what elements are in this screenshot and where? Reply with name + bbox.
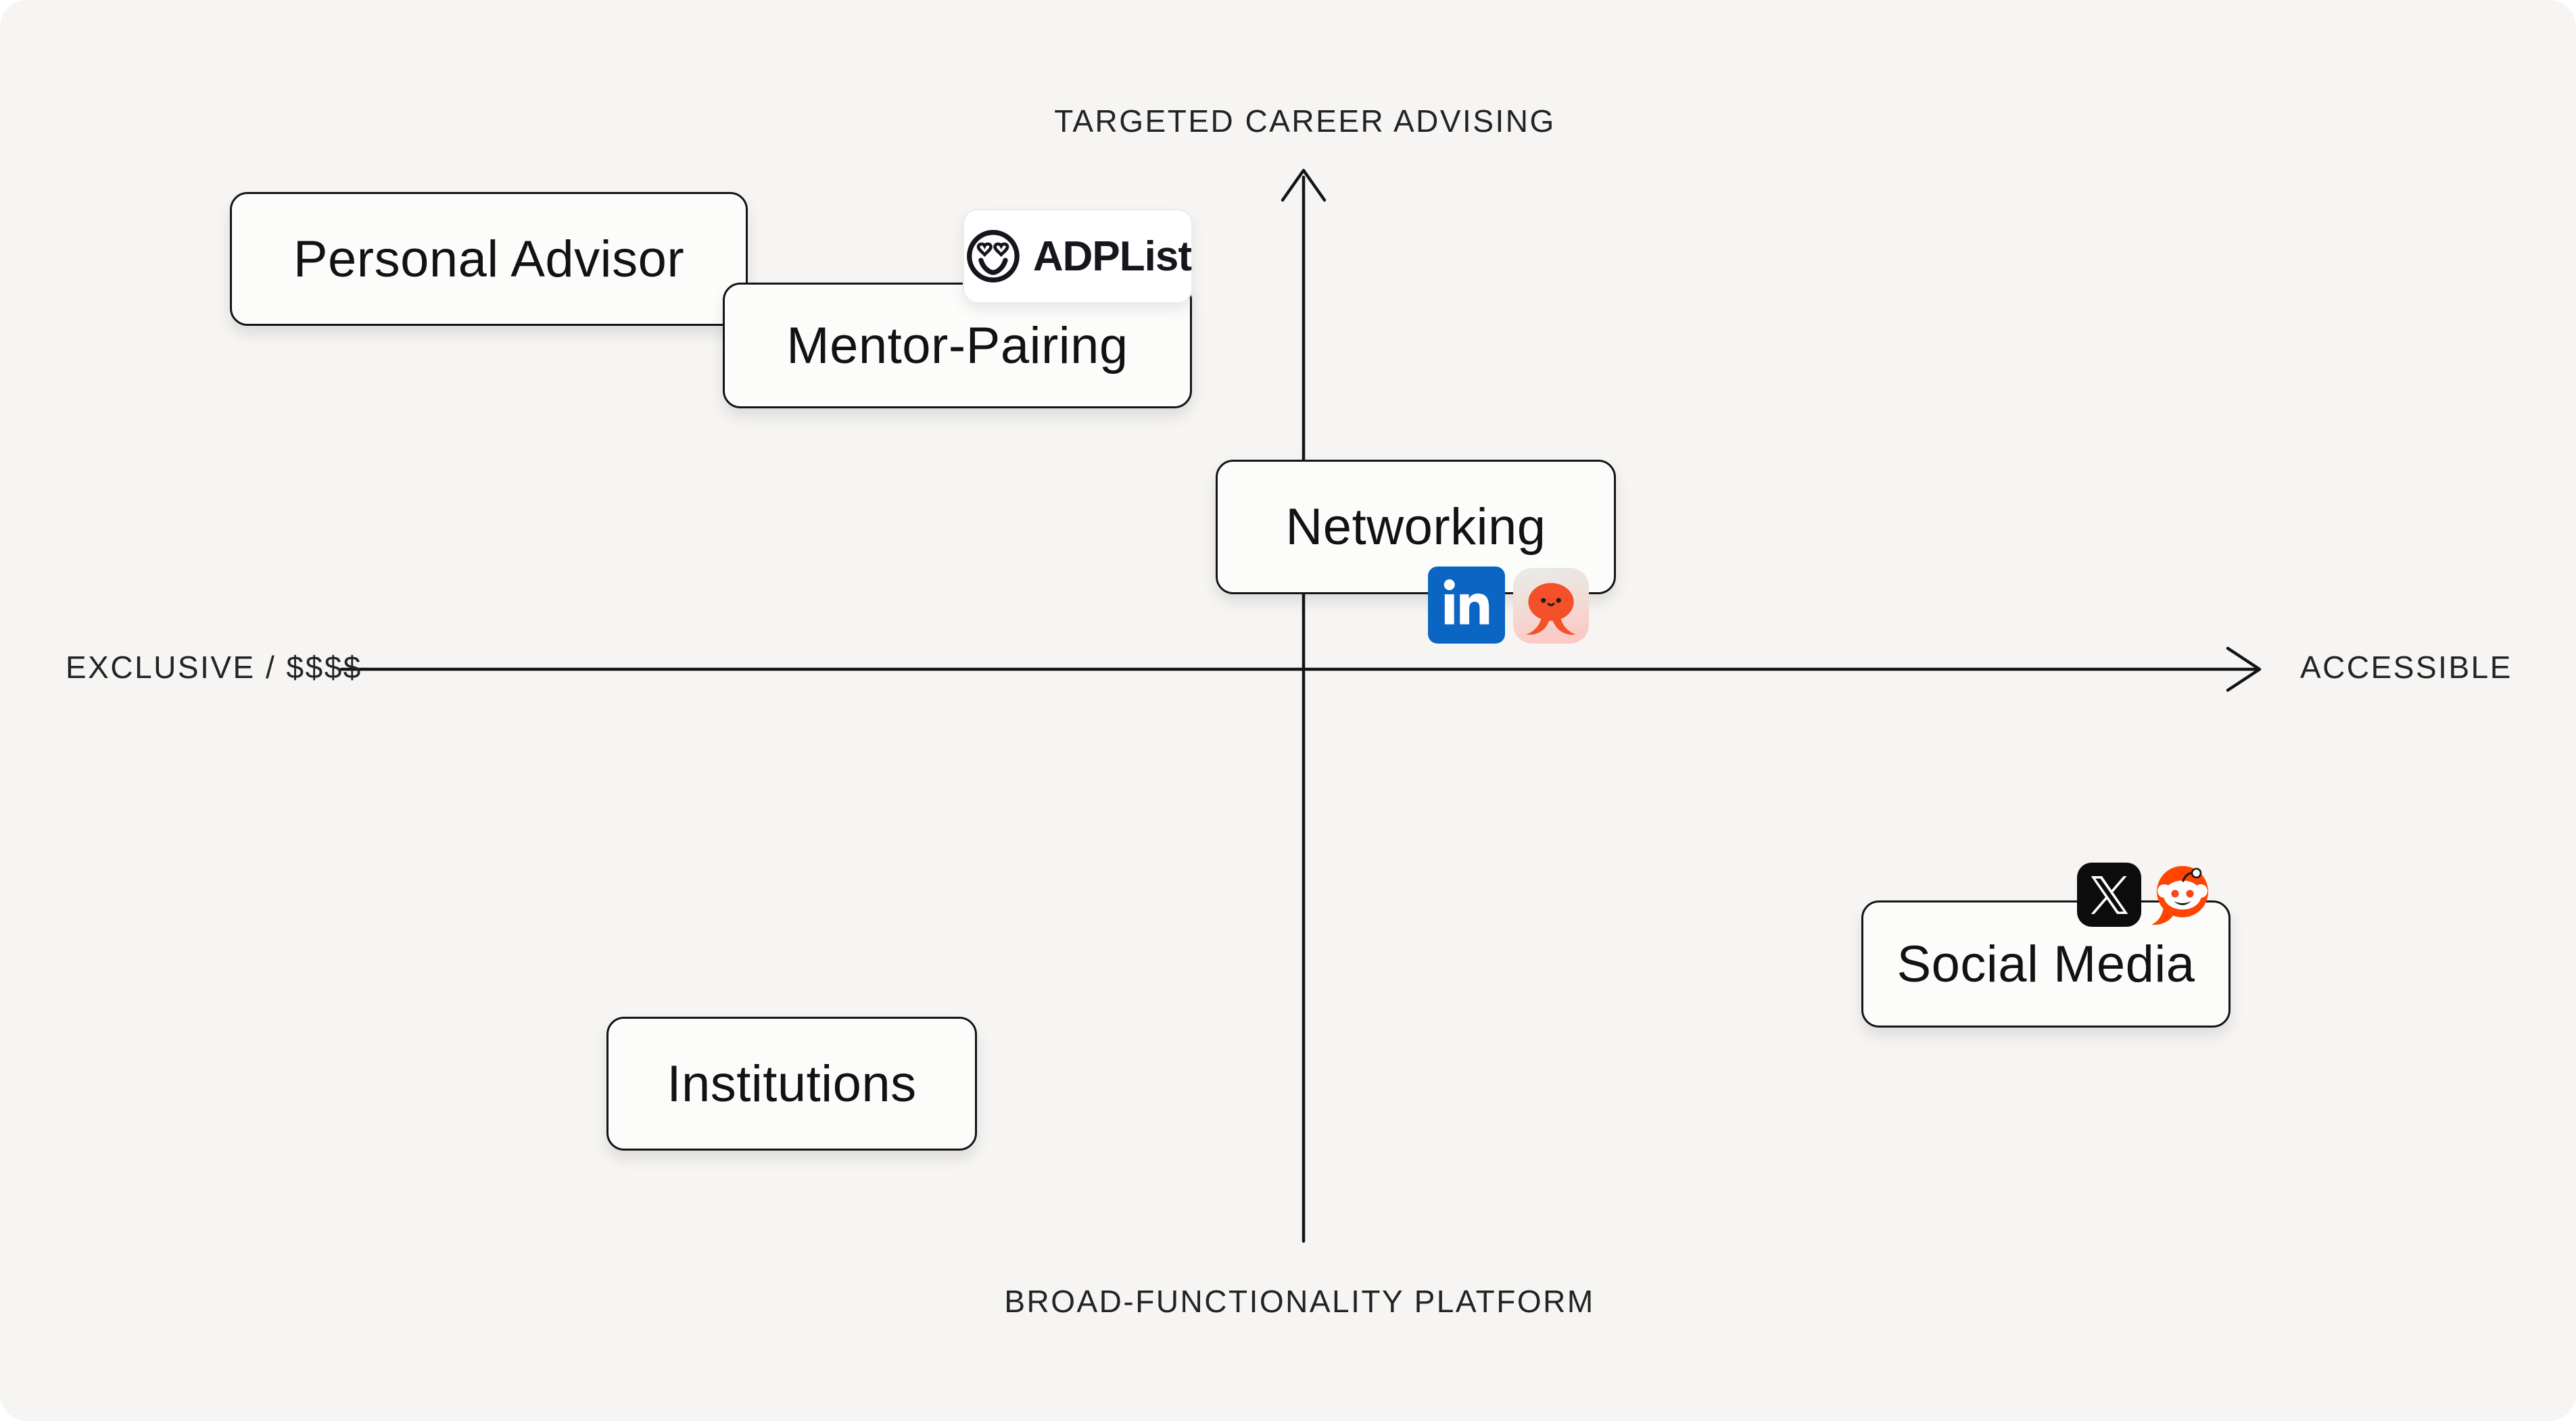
node-institutions: Institutions (606, 1017, 977, 1151)
node-networking: Networking (1216, 460, 1616, 594)
axis-label-right: ACCESSIBLE (2300, 650, 2512, 685)
node-networking-label: Networking (1285, 498, 1546, 556)
linkedin-icon (1428, 567, 1505, 644)
x-twitter-icon (2077, 863, 2141, 927)
right-arrowhead-icon (2226, 646, 2262, 692)
up-arrowhead-icon (1281, 168, 1327, 202)
octopus-chat-app-icon (1513, 568, 1589, 644)
axis-label-top: TARGETED CAREER ADVISING (1054, 103, 1556, 139)
node-personal-advisor-label: Personal Advisor (293, 230, 685, 288)
adplist-badge: ADPList (963, 209, 1193, 304)
axis-label-bottom: BROAD-FUNCTIONALITY PLATFORM (1004, 1284, 1595, 1319)
adplist-badge-label: ADPList (1032, 233, 1192, 280)
node-mentor-pairing-label: Mentor-Pairing (786, 316, 1128, 375)
node-mentor-pairing: Mentor-Pairing (723, 283, 1192, 408)
node-personal-advisor: Personal Advisor (230, 192, 748, 326)
reddit-icon (2147, 860, 2215, 928)
heart-eyes-smiley-icon (967, 230, 1020, 283)
node-institutions-label: Institutions (667, 1055, 917, 1113)
axis-label-left: EXCLUSIVE / $$$$ (66, 650, 362, 685)
node-social-media-label: Social Media (1897, 935, 2195, 993)
node-social-media: Social Media (1861, 900, 2231, 1028)
